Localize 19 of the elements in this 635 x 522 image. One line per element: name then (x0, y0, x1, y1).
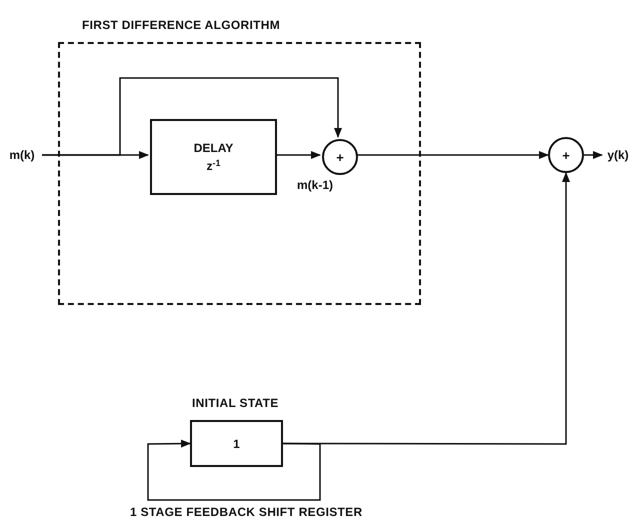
arrow (584, 151, 603, 159)
block-text: DELAY (194, 140, 234, 157)
arrow (356, 151, 549, 159)
arrow (147, 440, 321, 501)
block-text: m(k) (9, 147, 35, 164)
caption: 1 STAGE FEEDBACK SHIFT REGISTER (130, 504, 362, 521)
block-text: z$^{-1}$ (206, 157, 220, 175)
block-text: y(k) (607, 147, 629, 164)
arrow (283, 172, 570, 445)
block-heading: INITIAL STATE (192, 395, 279, 412)
arrow (275, 151, 321, 159)
block-text: 1 (233, 436, 240, 452)
block-heading: FIRST DIFFERENCE ALGORITHM (82, 17, 280, 34)
summing-junction (548, 137, 584, 173)
plus-sign: + (562, 148, 570, 162)
block-box (150, 119, 277, 195)
plus-sign: + (336, 150, 344, 164)
summing-junction (322, 139, 358, 175)
arrow (42, 77, 342, 156)
